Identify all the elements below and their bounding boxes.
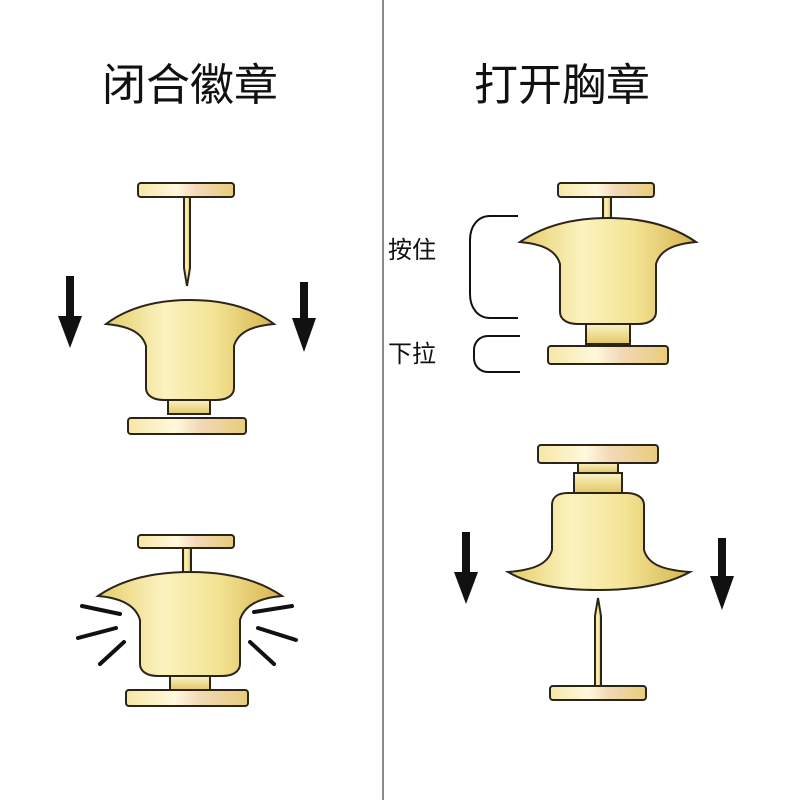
clasp-left-bottom <box>95 534 285 707</box>
pin-separated-right <box>549 597 647 701</box>
panel-title-open-badge: 打开胸章 <box>474 60 650 111</box>
clasp-left-top <box>103 298 277 435</box>
arrow-down-left <box>58 276 82 348</box>
clasp-right-top <box>517 182 699 365</box>
vibration-lines-right <box>248 604 298 666</box>
label-pull-down: 下拉 <box>388 340 436 368</box>
vibration-lines-left <box>76 604 126 666</box>
clasp-right-bottom <box>504 444 694 592</box>
bracket-pull <box>473 335 520 373</box>
pin-separated-left <box>137 182 235 287</box>
arrow-down-right-left <box>454 532 478 604</box>
arrow-down-right <box>292 282 316 352</box>
label-press-hold: 按住 <box>388 236 436 264</box>
bracket-press <box>469 215 518 319</box>
arrow-down-right-right <box>710 538 734 610</box>
panel-title-close-badge: 闭合徽章 <box>102 60 278 111</box>
